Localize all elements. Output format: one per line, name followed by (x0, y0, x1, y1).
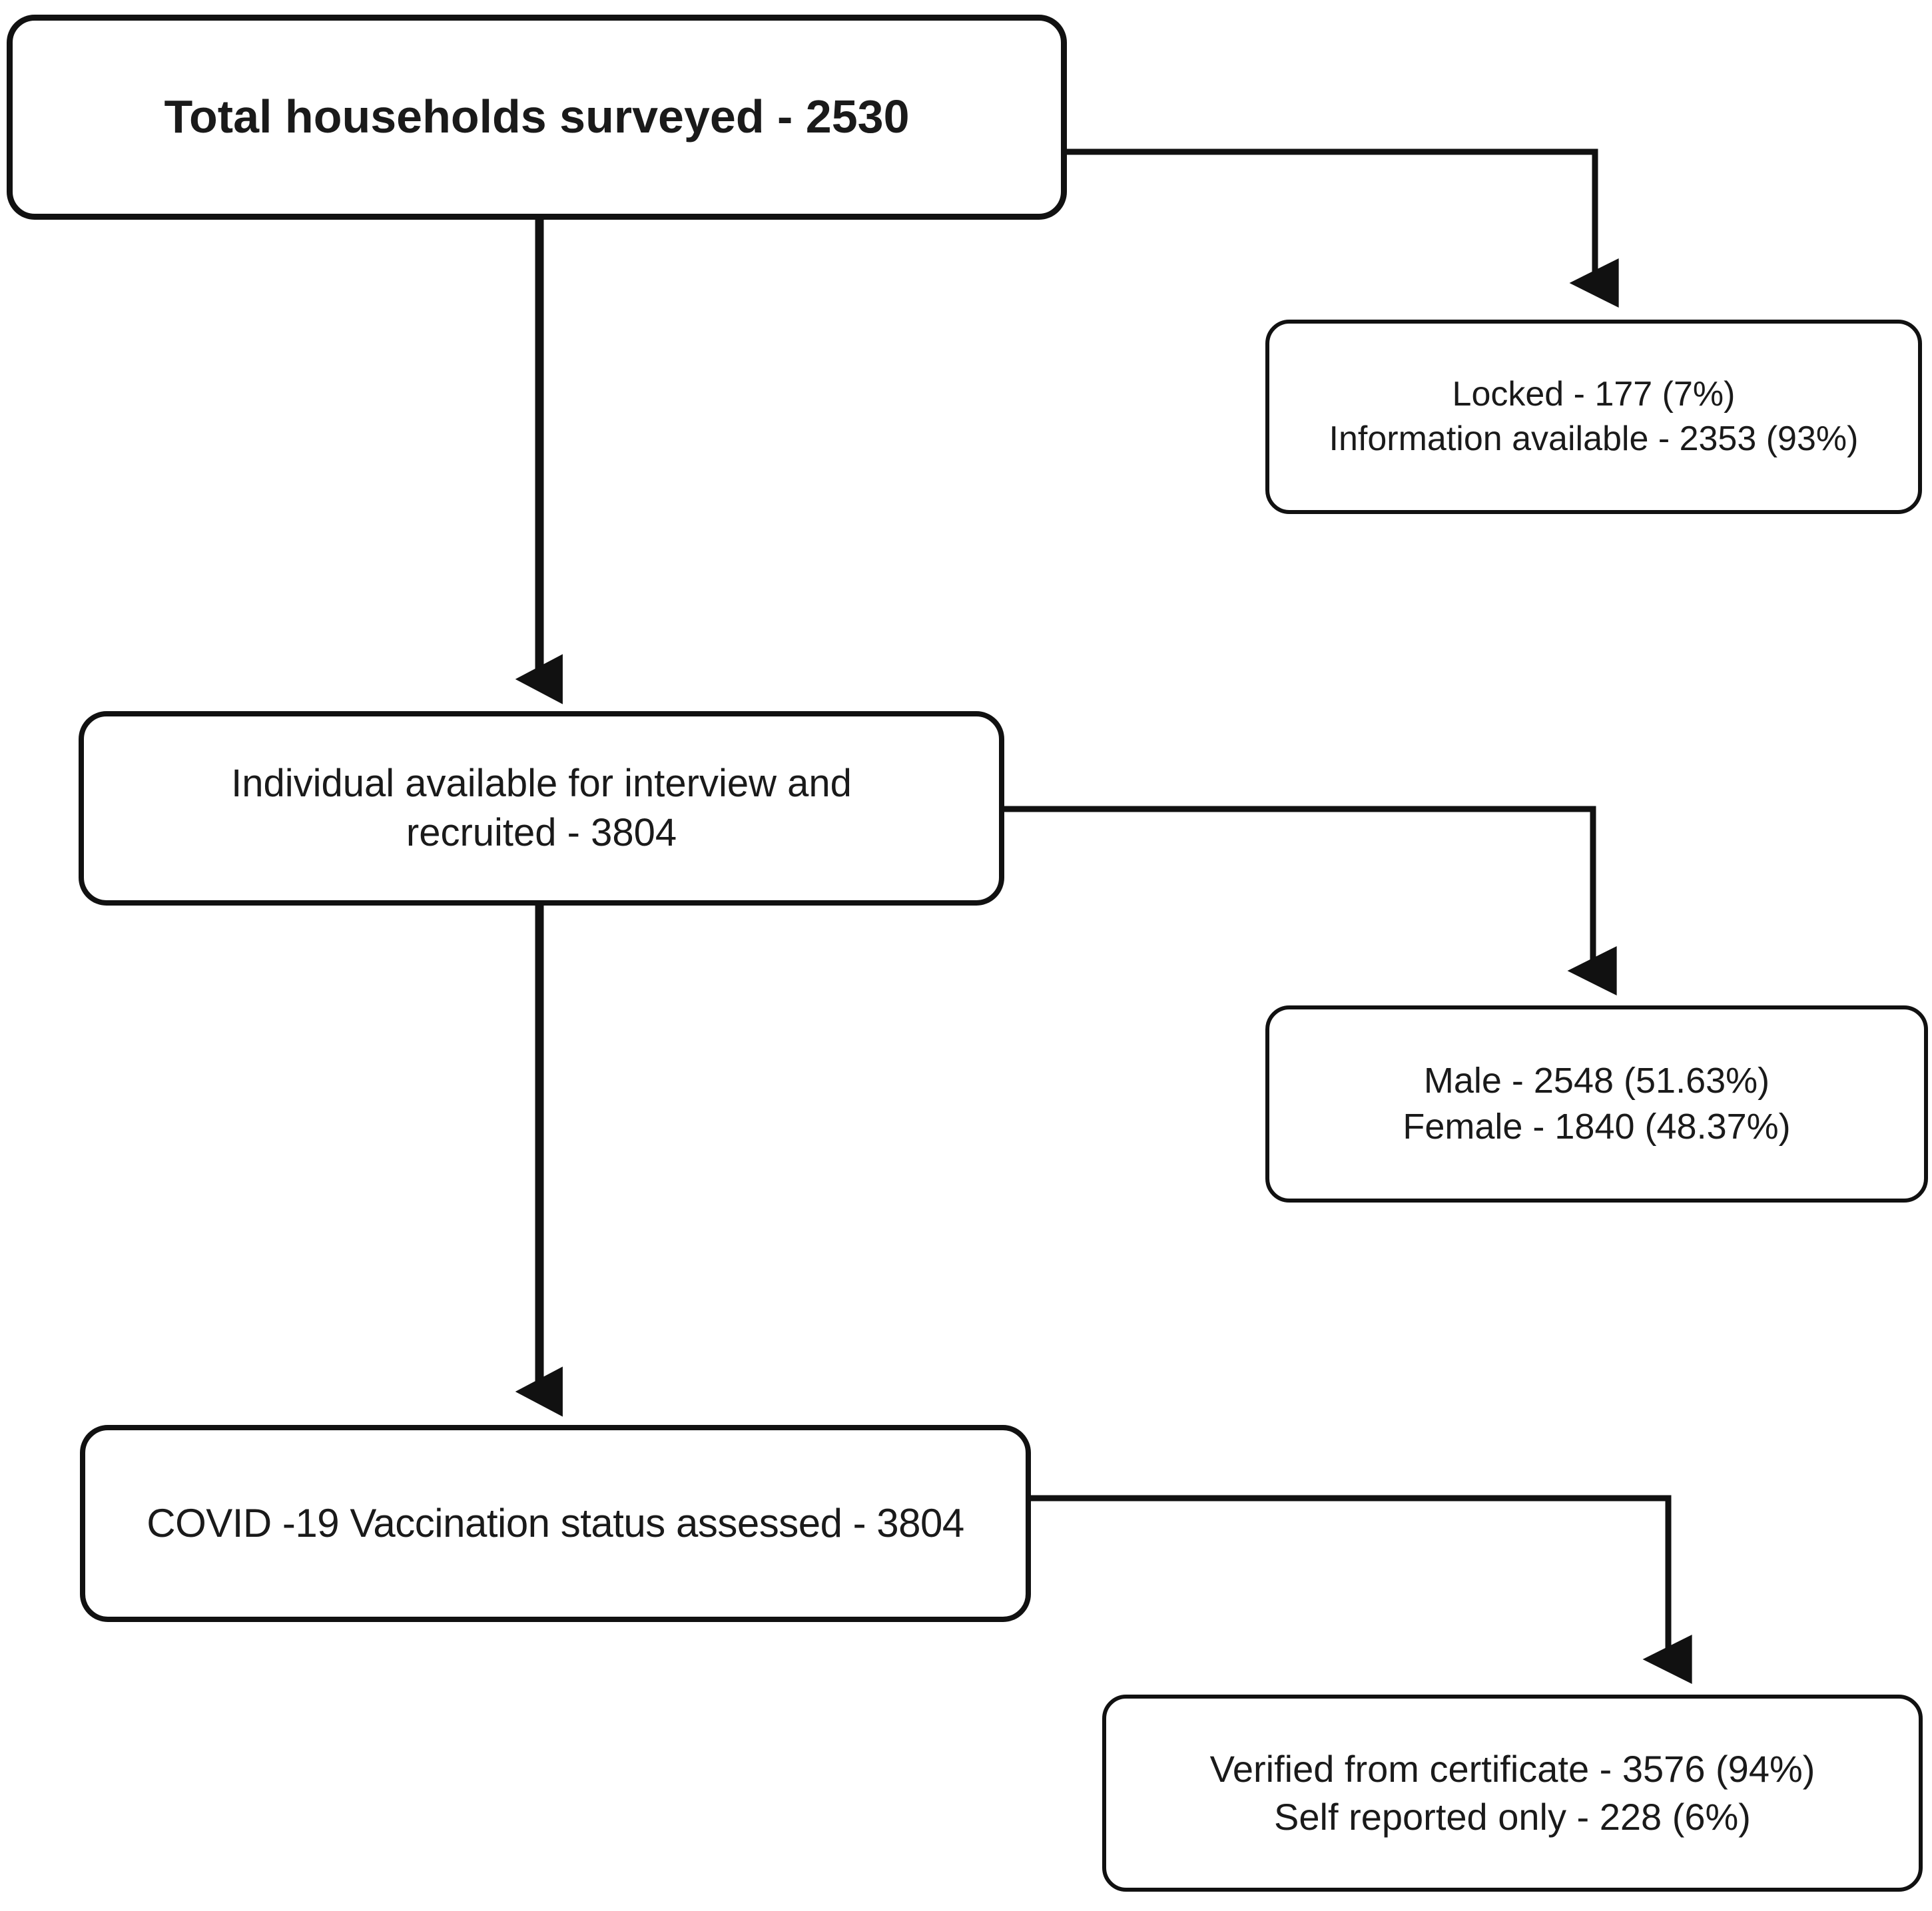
individual-recruited-text: Individual available for interview and r… (84, 759, 999, 858)
vaccination-status-assessed-line-1: COVID -19 Vaccination status assessed - … (147, 1500, 964, 1545)
individual-recruited-line-2: recruited - 3804 (406, 811, 677, 854)
verification-source-box[interactable]: Verified from certificate - 3576 (94%) S… (1102, 1695, 1923, 1892)
sex-distribution-text: Male - 2548 (51.63%) Female - 1840 (48.3… (1269, 1058, 1924, 1150)
vaccination-status-assessed-box[interactable]: COVID -19 Vaccination status assessed - … (80, 1425, 1031, 1622)
verification-source-text: Verified from certificate - 3576 (94%) S… (1106, 1745, 1919, 1840)
locked-information-text: Locked - 177 (7%) Information available … (1269, 372, 1918, 461)
male-count-line: Male - 2548 (51.63%) (1423, 1060, 1770, 1101)
sex-distribution-box[interactable]: Male - 2548 (51.63%) Female - 1840 (48.3… (1265, 1005, 1928, 1203)
vaccination-status-assessed-text: COVID -19 Vaccination status assessed - … (85, 1498, 1026, 1549)
locked-count-line: Locked - 177 (7%) (1452, 375, 1736, 414)
total-households-box[interactable]: Total households surveyed - 2530 (7, 15, 1067, 220)
locked-information-box[interactable]: Locked - 177 (7%) Information available … (1265, 320, 1922, 514)
verified-from-certificate-line: Verified from certificate - 3576 (94%) (1209, 1748, 1815, 1790)
connector-individual-to-sex (1004, 806, 1617, 996)
connector-covid-to-verified (1031, 1495, 1692, 1685)
information-available-line: Information available - 2353 (93%) (1329, 419, 1859, 458)
individual-recruited-line-1: Individual available for interview and (231, 761, 852, 805)
individual-recruited-box[interactable]: Individual available for interview and r… (79, 711, 1004, 906)
connector-total-to-locked (1067, 148, 1619, 308)
total-households-line-1: Total households surveyed - 2530 (164, 91, 910, 143)
total-households-text: Total households surveyed - 2530 (13, 87, 1061, 147)
self-reported-only-line: Self reported only - 228 (6%) (1274, 1796, 1751, 1838)
female-count-line: Female - 1840 (48.37%) (1403, 1107, 1791, 1147)
